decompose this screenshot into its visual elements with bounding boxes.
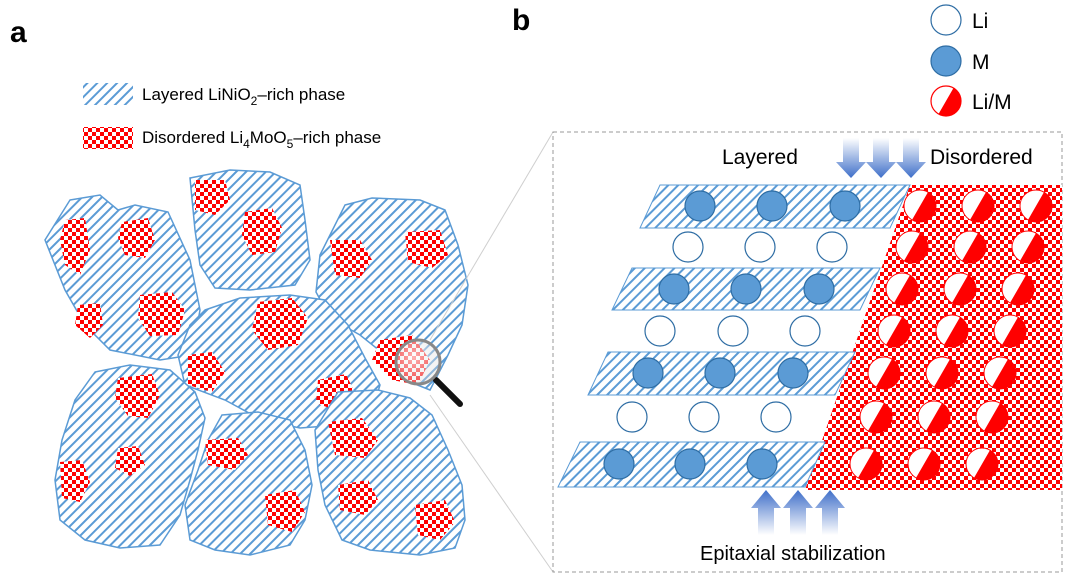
particle: [44, 194, 201, 361]
m-atom: [603, 448, 635, 480]
m-atom: [704, 357, 736, 389]
disordered-domain: [115, 374, 160, 418]
m-atom: [746, 448, 778, 480]
li-m-atom: [953, 230, 987, 264]
li-m-atom: [903, 189, 937, 223]
li-m-atom: [961, 189, 995, 223]
li-m-atom: [877, 314, 911, 348]
particle: [184, 411, 313, 556]
panel-b-letter: b: [512, 4, 530, 37]
li-m-atom: [907, 447, 941, 481]
panel-a-letter: a: [10, 16, 27, 49]
m-atom: [777, 357, 809, 389]
li-m-atom: [993, 314, 1027, 348]
legend-swatch-layered: [83, 83, 133, 105]
down-arrow: [866, 138, 896, 178]
disordered-domain: [265, 490, 305, 532]
li-atom: [744, 231, 776, 263]
disordered-domain: [242, 208, 282, 255]
li-atom: [816, 231, 848, 263]
epitaxial-caption: Epitaxial stabilization: [700, 543, 886, 565]
li-m-atom: [935, 314, 969, 348]
zoom-line-bottom: [429, 394, 554, 573]
disordered-label: Disordered: [930, 146, 1033, 169]
li-m-atom: [1011, 230, 1045, 264]
particle: [189, 169, 311, 291]
disordered-domain: [60, 218, 90, 275]
disordered-domain: [60, 460, 90, 502]
down-arrow: [896, 138, 926, 178]
li-m-atoms: [849, 189, 1053, 481]
legend-layered-label: Layered LiNiO2–rich phase: [142, 85, 345, 108]
li-atom: [717, 315, 749, 347]
legend-disordered-label: Disordered Li4MoO5–rich phase: [142, 128, 381, 151]
legend-li-label: Li: [972, 10, 988, 33]
li-atom: [789, 315, 821, 347]
m-atom: [756, 190, 788, 222]
zoom-line-top: [429, 131, 554, 341]
up-arrow: [815, 490, 845, 535]
li-m-atom: [1019, 189, 1053, 223]
disordered-domain: [328, 418, 378, 458]
li-atom: [688, 401, 720, 433]
li-m-atom: [859, 400, 893, 434]
li-atom: [760, 401, 792, 433]
li-m-atom: [975, 400, 1009, 434]
particle: [314, 389, 466, 556]
legend-lim-swatch: [930, 85, 962, 117]
legend-m-label: M: [972, 51, 990, 74]
legend-li-swatch: [930, 4, 962, 36]
m-atom: [730, 273, 762, 305]
disordered-domain: [205, 438, 248, 470]
up-arrow: [751, 490, 781, 535]
particle: [54, 364, 206, 549]
magnifier-icon: [394, 338, 463, 407]
disordered-domain: [338, 480, 378, 515]
legend-a: Layered LiNiO2–rich phase Disordered Li4…: [83, 83, 381, 151]
m-atoms: [603, 190, 861, 480]
li-atom: [672, 231, 704, 263]
m-atom: [684, 190, 716, 222]
disordered-domain: [415, 500, 455, 540]
li-m-atom: [965, 447, 999, 481]
li-m-atom: [849, 447, 883, 481]
li-m-atom: [867, 356, 901, 390]
up-arrow: [783, 490, 813, 535]
li-m-atom: [983, 356, 1017, 390]
layered-label: Layered: [722, 146, 798, 169]
m-atom: [674, 448, 706, 480]
disordered-domain: [188, 352, 225, 392]
disordered-domain: [252, 298, 308, 350]
disordered-domain: [115, 446, 145, 476]
legend-lim-label: Li/M: [972, 91, 1012, 114]
li-m-atom: [943, 272, 977, 306]
li-m-atom: [895, 230, 929, 264]
legend-swatch-disordered: [83, 127, 133, 149]
li-m-atom: [885, 272, 919, 306]
disordered-domain: [330, 240, 372, 278]
disordered-domain: [138, 292, 185, 336]
disordered-domain: [118, 218, 155, 258]
li-atoms: [616, 231, 848, 433]
m-atom: [658, 273, 690, 305]
li-m-atom: [1001, 272, 1035, 306]
li-atom: [616, 401, 648, 433]
disordered-domain: [75, 303, 103, 338]
m-atom: [829, 190, 861, 222]
li-m-atom: [925, 356, 959, 390]
bottom-arrows: [751, 490, 845, 535]
m-atom: [632, 357, 664, 389]
li-m-atom: [917, 400, 951, 434]
down-arrow: [836, 138, 866, 178]
top-arrows: [836, 138, 926, 178]
legend-m-swatch: [930, 45, 962, 77]
disordered-domain: [195, 180, 230, 215]
legend-b: Li M Li/M: [930, 4, 1012, 117]
li-atom: [644, 315, 676, 347]
m-atom: [803, 273, 835, 305]
disordered-domain: [405, 230, 448, 268]
